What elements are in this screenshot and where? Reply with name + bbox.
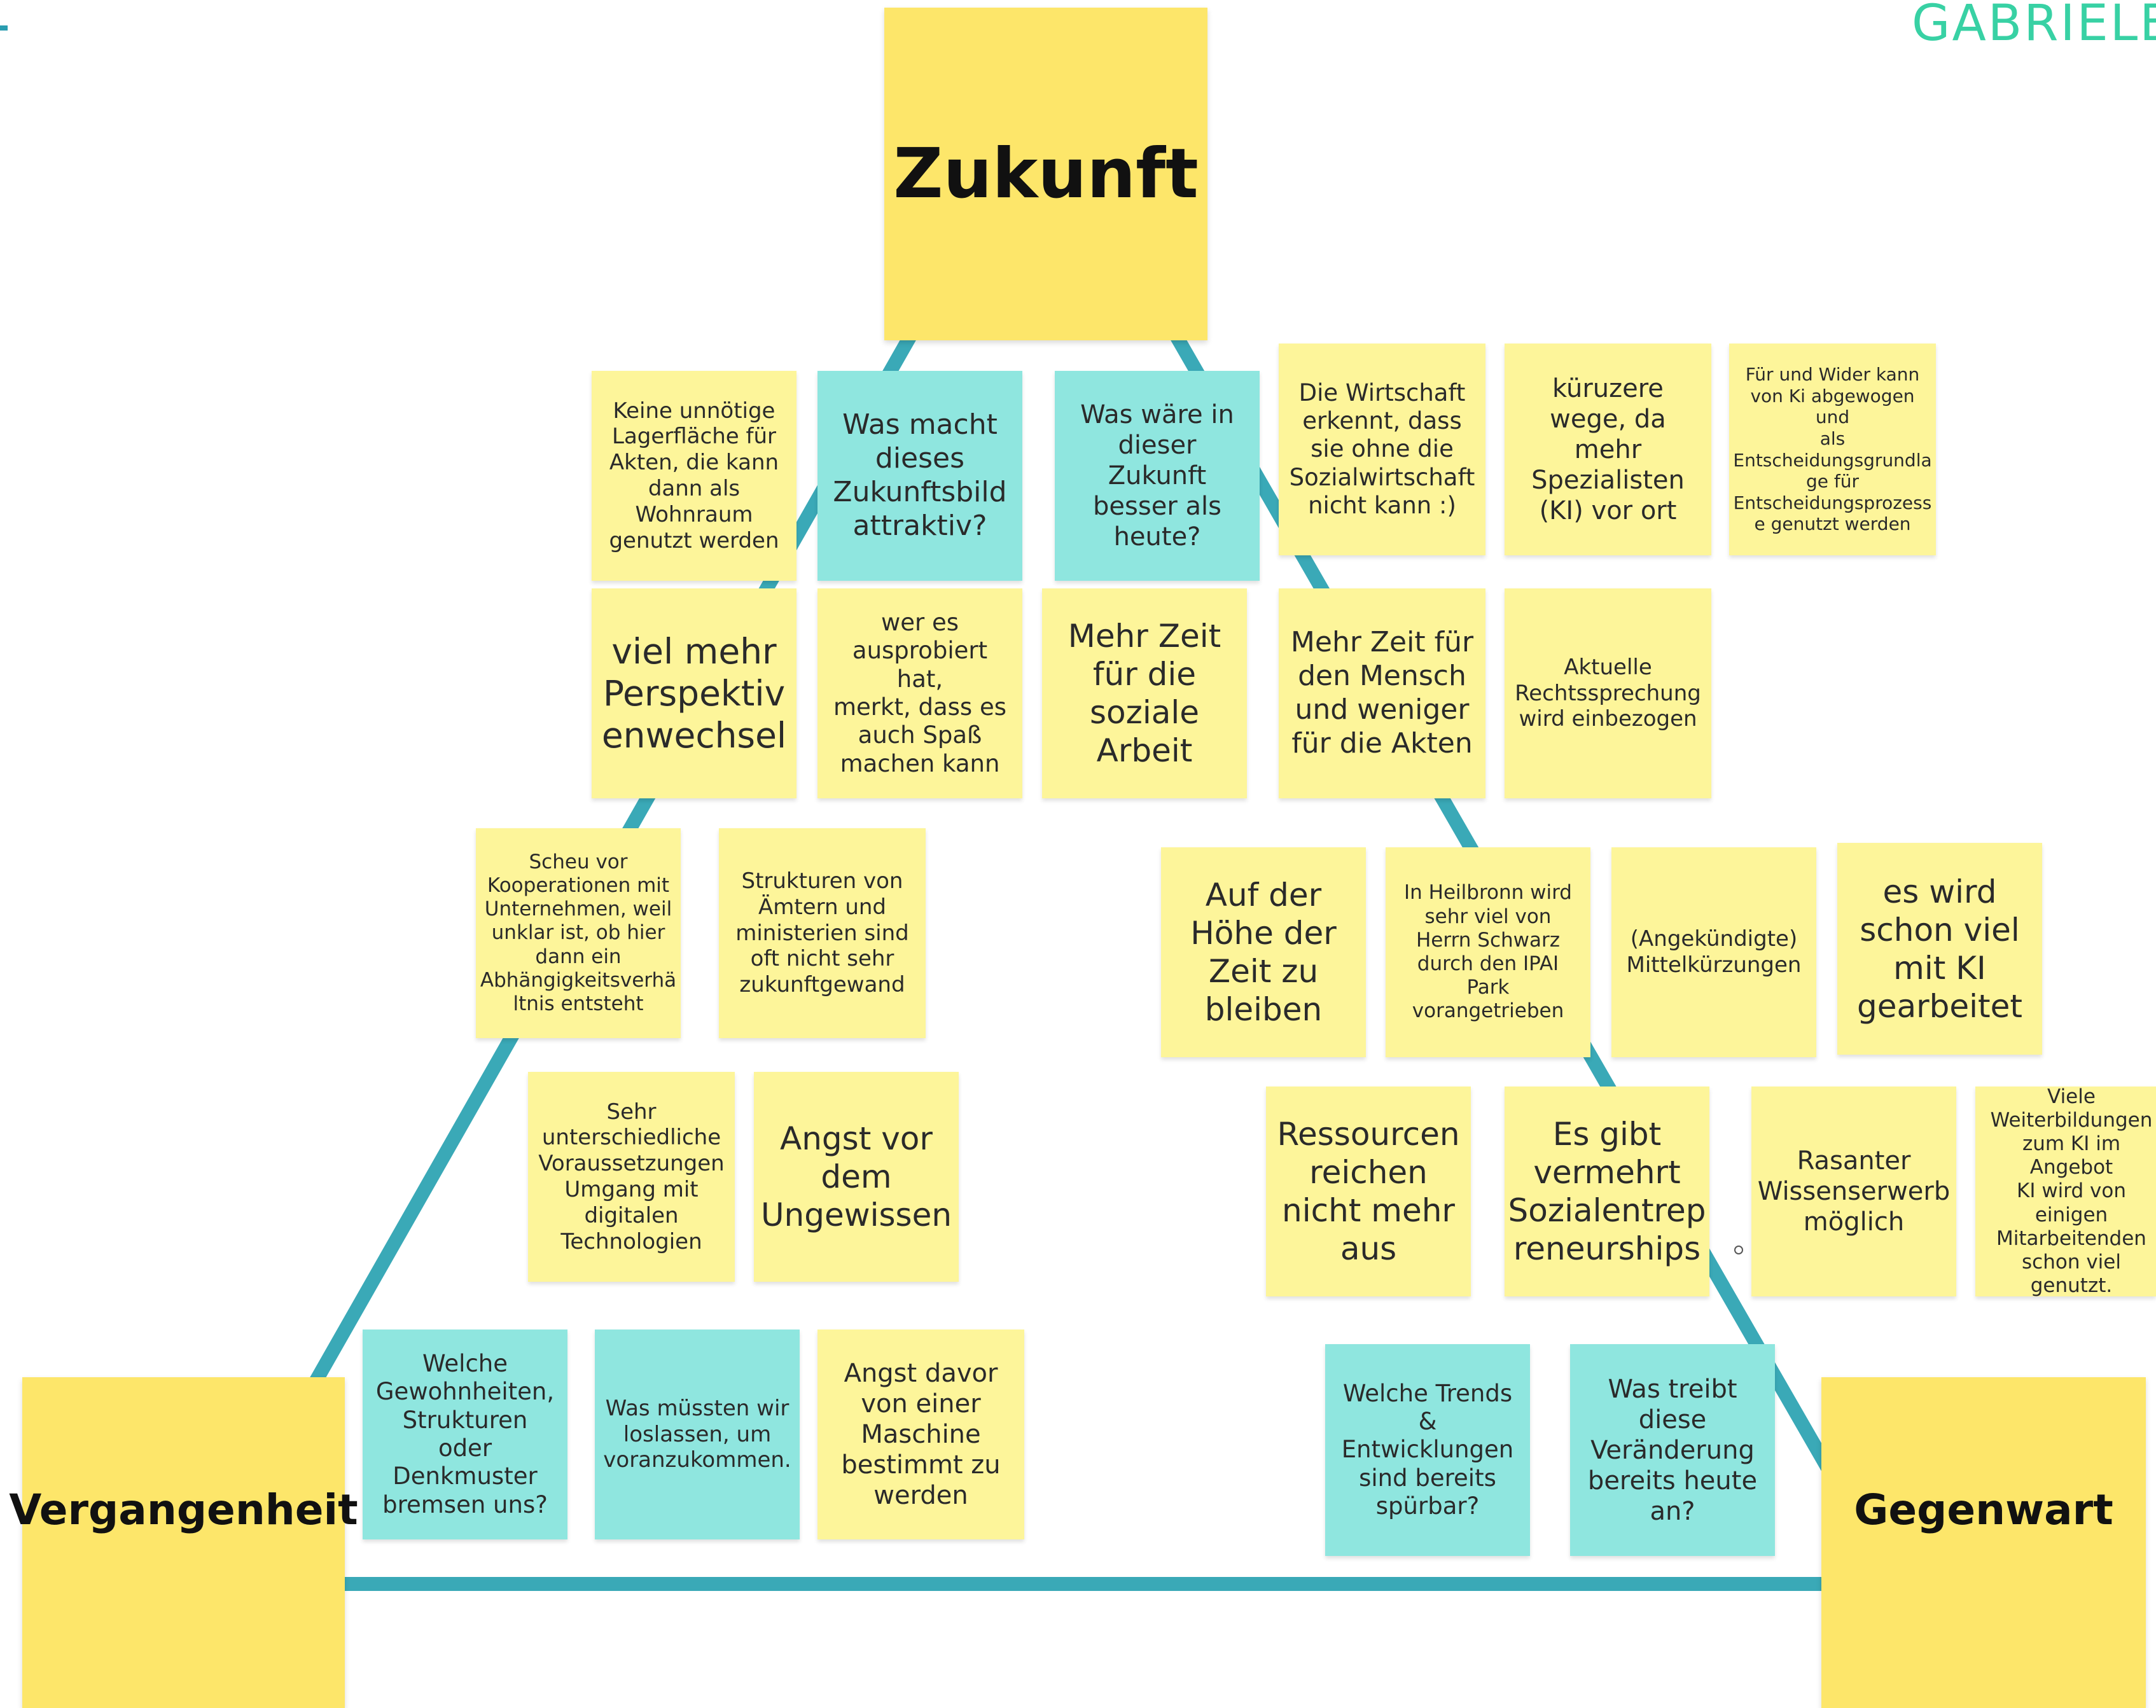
- sticky-note[interactable]: Die Wirtschaft erkennt, dass sie ohne di…: [1279, 344, 1485, 555]
- sticky-note[interactable]: Ressourcen reichen nicht mehr aus: [1266, 1087, 1471, 1296]
- sticky-note[interactable]: wer es ausprobiert hat, merkt, dass es a…: [817, 588, 1022, 798]
- corner-note-gegenwart[interactable]: Gegenwart: [1821, 1377, 2146, 1708]
- sticky-note[interactable]: Mehr Zeit für die soziale Arbeit: [1042, 588, 1247, 798]
- sticky-note[interactable]: (Angekündigte) Mittelkürzungen: [1611, 847, 1816, 1057]
- prompt-note[interactable]: Was wäre in dieser Zukunft besser als he…: [1055, 371, 1260, 581]
- sticky-note[interactable]: Mehr Zeit für den Mensch und weniger für…: [1279, 588, 1485, 798]
- sticky-note[interactable]: küruzere wege, da mehr Spezialisten (KI)…: [1505, 344, 1711, 555]
- edge-marker: [0, 25, 8, 31]
- sticky-note[interactable]: Für und Wider kann von Ki abgewogen und …: [1729, 344, 1936, 555]
- sticky-note[interactable]: Auf der Höhe der Zeit zu bleiben: [1161, 847, 1366, 1057]
- sticky-note[interactable]: Scheu vor Kooperationen mit Unternehmen,…: [476, 828, 681, 1038]
- sticky-note[interactable]: Es gibt vermehrt Sozialentrep reneurship…: [1505, 1087, 1709, 1296]
- brand-logo-text: GABRIELE: [1912, 0, 2156, 52]
- sticky-note[interactable]: viel mehr Perspektiv enwechsel: [592, 588, 796, 798]
- prompt-note[interactable]: Was treibt diese Veränderung bereits heu…: [1570, 1344, 1775, 1556]
- sticky-note[interactable]: Aktuelle Rechtssprechung wird einbezogen: [1505, 588, 1711, 798]
- sticky-note[interactable]: Viele Weiterbildungen zum KI im Angebot …: [1975, 1085, 2156, 1297]
- cursor-dot: [1734, 1246, 1743, 1254]
- sticky-note[interactable]: Rasanter Wissenserwerb möglich: [1751, 1087, 1956, 1296]
- corner-note-zukunft[interactable]: Zukunft: [884, 8, 1207, 340]
- prompt-note[interactable]: Was müssten wir loslassen, um voranzukom…: [595, 1330, 800, 1539]
- sticky-note[interactable]: Angst vor dem Ungewissen: [754, 1072, 959, 1282]
- sticky-note[interactable]: In Heilbronn wird sehr viel von Herrn Sc…: [1386, 847, 1590, 1057]
- sticky-note[interactable]: Sehr unterschiedliche Voraussetzungen Um…: [528, 1072, 735, 1282]
- prompt-note[interactable]: Welche Gewohnheiten, Strukturen oder Den…: [363, 1330, 567, 1539]
- prompt-note[interactable]: Was macht dieses Zukunftsbild attraktiv?: [817, 371, 1022, 581]
- sticky-note[interactable]: Angst davor von einer Maschine bestimmt …: [817, 1330, 1024, 1539]
- corner-note-vergangenheit[interactable]: Vergangenheit: [9, 1377, 358, 1708]
- sticky-note[interactable]: Strukturen von Ämtern und ministerien si…: [719, 828, 926, 1038]
- sticky-note[interactable]: es wird schon viel mit KI gearbeitet: [1837, 843, 2042, 1055]
- prompt-note[interactable]: Welche Trends & Entwicklungen sind berei…: [1325, 1344, 1530, 1556]
- sticky-note[interactable]: Keine unnötige Lagerfläche für Akten, di…: [592, 371, 796, 581]
